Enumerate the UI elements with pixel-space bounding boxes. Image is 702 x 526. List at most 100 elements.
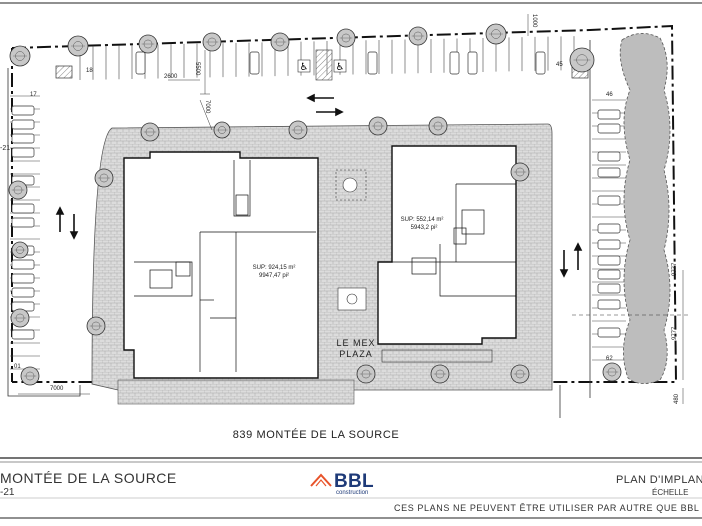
stall-number-18: 18	[86, 68, 93, 74]
plaza-name-line1: LE MEX	[336, 338, 375, 348]
parked-car	[11, 273, 35, 284]
parked-car	[597, 123, 621, 134]
parked-car	[597, 255, 621, 266]
building-a-area-m2: SUP: 924,15 m²	[253, 265, 296, 271]
parked-car	[449, 51, 460, 75]
tree	[288, 120, 308, 140]
house-roof-icon	[310, 473, 332, 487]
plan-title: PLAN D'IMPLANT	[616, 474, 702, 486]
tree	[9, 45, 31, 67]
dim-7000-bottom: 7000	[50, 386, 64, 392]
side-label: -21	[0, 145, 10, 152]
parked-car	[597, 151, 621, 162]
logo-wordmark: BBL	[334, 471, 374, 492]
tree	[140, 122, 160, 142]
parked-car	[467, 51, 478, 75]
plaza-extension	[117, 379, 355, 405]
parked-car	[597, 195, 621, 206]
building-a	[123, 151, 319, 379]
parked-car	[597, 223, 621, 234]
building-b-area-m2: SUP: 552,14 m²	[401, 217, 444, 223]
dim-5500: 5500	[194, 62, 200, 76]
plan-labels: 839 MONTÉE DE LA SOURCE LE MEX PLAZA SUP…	[0, 14, 680, 441]
disclaimer: CES PLANS NE PEUVENT ÊTRE UTILISER PAR A…	[394, 503, 702, 513]
stall-number-62: 62	[606, 356, 613, 362]
tree	[20, 366, 40, 386]
tree	[202, 32, 222, 52]
terrace-furniture	[335, 169, 493, 363]
tree	[336, 28, 356, 48]
parked-car	[597, 239, 621, 250]
parked-car	[11, 259, 35, 270]
tree	[569, 47, 595, 73]
tree	[8, 180, 28, 200]
tree	[408, 26, 428, 46]
parked-car	[597, 109, 621, 120]
parked-car	[597, 327, 621, 338]
dim-1000: 1000	[531, 14, 537, 28]
tree	[86, 316, 106, 336]
dim-2600: 2600	[164, 74, 178, 80]
parked-car	[597, 299, 621, 310]
plaza-name-line2: PLAZA	[339, 349, 373, 359]
street-label: 839 MONTÉE DE LA SOURCE	[233, 428, 400, 441]
dim-480: 480	[674, 393, 680, 404]
stall-number-01: 01	[14, 364, 21, 370]
parked-car	[11, 133, 35, 144]
parked-car	[535, 51, 546, 75]
tree	[368, 116, 388, 136]
project-date: -21	[0, 487, 15, 498]
dimension-lines	[18, 14, 690, 404]
tree	[94, 168, 114, 188]
building-b-area-ft2: 5943,2 pi²	[411, 225, 438, 231]
parked-car	[367, 51, 378, 75]
logo-subtitle: construction	[336, 490, 369, 496]
building-b	[377, 145, 517, 345]
stall-number-45: 45	[556, 62, 563, 68]
tree	[10, 308, 30, 328]
scale-label: ÉCHELLE	[652, 488, 689, 497]
parked-car	[11, 329, 35, 340]
tree	[510, 162, 530, 182]
trees	[8, 23, 622, 386]
parked-car	[11, 217, 35, 228]
tree	[356, 364, 376, 384]
tree	[67, 35, 89, 57]
stall-number-17: 17	[30, 92, 37, 98]
parked-car	[11, 203, 35, 214]
parked-car	[11, 147, 35, 158]
parked-car	[11, 287, 35, 298]
accessible-parking-icons: ♿ ♿	[297, 49, 347, 81]
tree	[510, 364, 530, 384]
tree	[602, 362, 622, 382]
traffic-arrows	[55, 93, 583, 278]
tree	[11, 241, 29, 259]
bbl-logo: BBL construction	[310, 468, 380, 502]
parked-car	[11, 105, 35, 116]
tree	[428, 116, 448, 136]
stall-number-46: 46	[606, 92, 613, 98]
hedge-row	[619, 33, 671, 384]
project-title: MONTÉE DE LA SOURCE	[0, 470, 177, 486]
building-a-area-ft2: 9947,47 pi²	[259, 273, 289, 279]
parked-car	[135, 51, 146, 75]
svg-text:♿: ♿	[300, 62, 309, 73]
parked-car	[597, 167, 621, 178]
dim-7000-top: 7000	[204, 100, 210, 114]
parked-car	[597, 283, 621, 294]
parked-car	[11, 119, 35, 130]
parking-lot-outline	[7, 40, 591, 418]
parked-cars	[11, 51, 621, 340]
parked-car	[597, 269, 621, 280]
tree	[138, 34, 158, 54]
tree	[270, 32, 290, 52]
dim-9777-b: 9777	[672, 326, 678, 340]
svg-text:♿: ♿	[336, 62, 345, 73]
tree	[430, 364, 450, 384]
tree	[213, 121, 231, 139]
dim-9777-a: 9777	[672, 262, 678, 276]
tree	[485, 23, 507, 45]
parked-car	[249, 51, 260, 75]
